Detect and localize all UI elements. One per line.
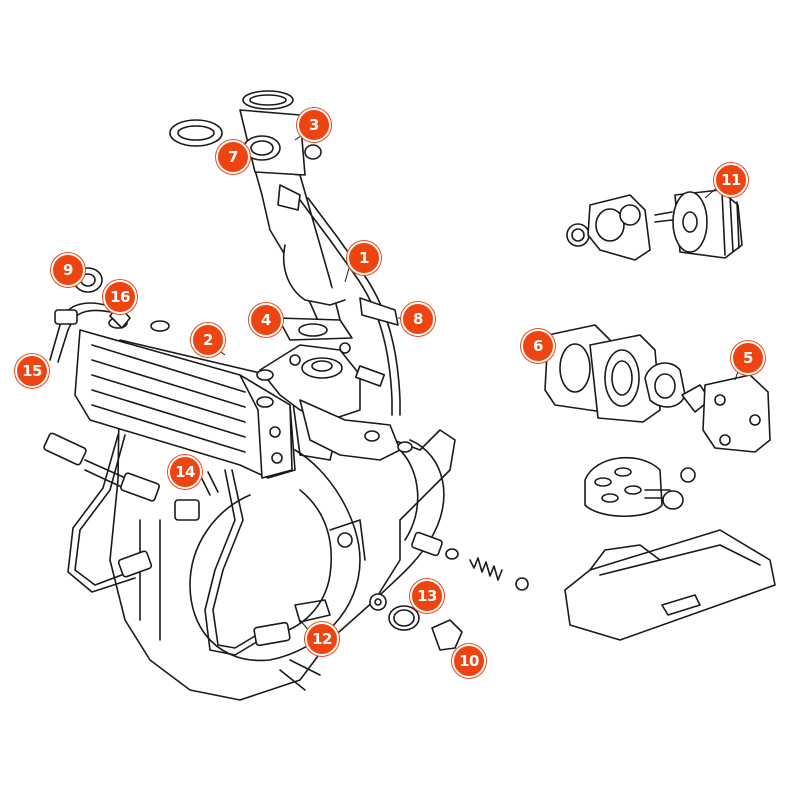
callout-4: 4 <box>249 303 283 337</box>
sump-plate <box>564 529 776 641</box>
callout-16: 16 <box>103 280 137 314</box>
callout-9: 9 <box>51 253 85 287</box>
oil-filter-assembly <box>566 189 743 261</box>
thermostat-bolt <box>359 297 399 326</box>
relief-valve-parts <box>294 531 529 651</box>
callout-11: 11 <box>714 163 748 197</box>
callout-12: 12 <box>305 622 339 656</box>
oil-strainer <box>584 456 696 518</box>
callout-3: 3 <box>297 108 331 142</box>
callout-7: 7 <box>216 140 250 174</box>
callout-6: 6 <box>521 329 555 363</box>
oil-lines <box>43 432 291 656</box>
oil-pump-assembly <box>544 324 771 453</box>
callout-14: 14 <box>168 455 202 489</box>
callout-15: 15 <box>15 354 49 388</box>
callout-1: 1 <box>347 241 381 275</box>
oil-cooler <box>74 317 296 479</box>
callout-10: 10 <box>452 644 486 678</box>
callout-13: 13 <box>410 579 444 613</box>
callout-5: 5 <box>731 341 765 375</box>
oil-filler-neck <box>239 90 346 326</box>
callout-2: 2 <box>191 323 225 357</box>
callout-8: 8 <box>401 302 435 336</box>
dipstick-tube <box>299 199 393 416</box>
cylinder-head <box>259 342 413 461</box>
